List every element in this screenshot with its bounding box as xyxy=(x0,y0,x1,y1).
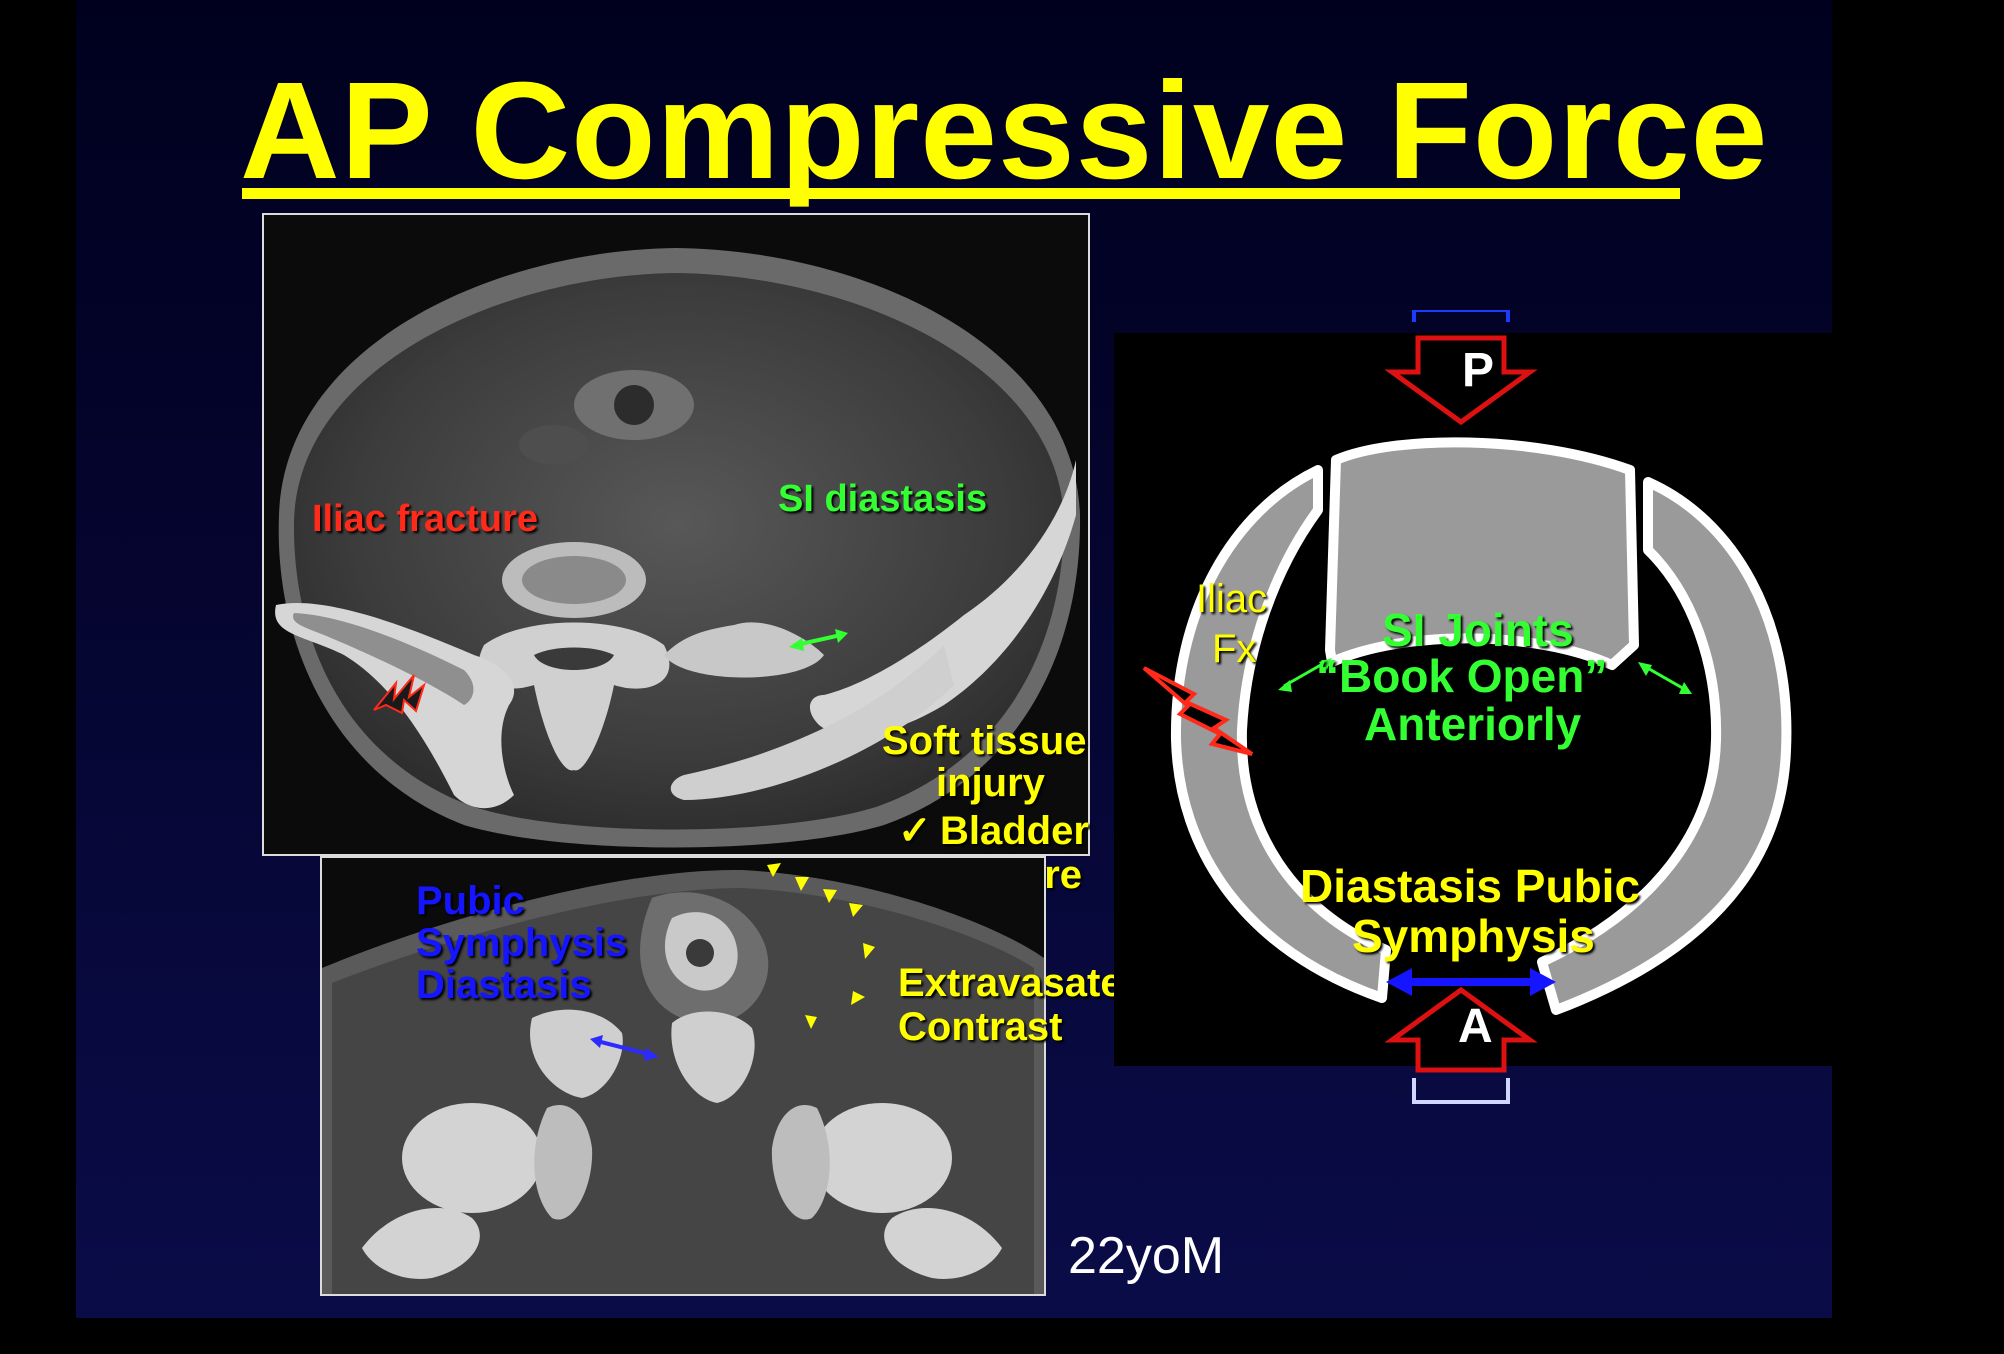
left-iliac-wing xyxy=(1170,465,1391,1003)
book-open-label: “Book Open” xyxy=(1316,650,1608,702)
diastasis-label: Diastasis xyxy=(416,963,592,1007)
si-joints-label: SI Joints xyxy=(1382,604,1574,656)
right-iliac-wing xyxy=(1537,477,1792,1015)
sacrum-block xyxy=(1325,437,1639,670)
arrowhead-icon xyxy=(823,889,837,903)
anterior-label: A xyxy=(1458,1000,1493,1053)
arrowhead-icon xyxy=(805,1015,817,1029)
arrowhead-icon xyxy=(849,903,863,917)
soft-tissue-label: Soft tissue xyxy=(882,719,1087,763)
anteriorly-label: Anteriorly xyxy=(1364,698,1582,750)
arrowhead-icon xyxy=(851,991,865,1005)
symphysis-label: Symphysis xyxy=(416,921,628,965)
extravasated-contrast-arrowheads xyxy=(767,863,875,1029)
arrowhead-icon xyxy=(795,877,809,891)
si-diastasis-label: SI diastasis xyxy=(778,478,988,520)
diastasis-pubic-label: Diastasis Pubic xyxy=(1300,860,1641,912)
contrast-label: Contrast xyxy=(898,1005,1063,1049)
extravasated-label: Extravasated xyxy=(898,961,1148,1005)
injury-label: injury xyxy=(936,761,1045,805)
arrowhead-icon xyxy=(863,943,875,959)
symphysis-diagram-label: Symphysis xyxy=(1352,910,1595,962)
slide-title: AP Compressive Force xyxy=(240,54,1769,208)
ct-axial-pubic-image xyxy=(320,856,1046,1296)
patient-age-label: 22yoM xyxy=(1068,1227,1225,1285)
ct-axial-pubic-drawing xyxy=(322,858,1044,1294)
si-joint-left-arrow-icon xyxy=(1278,658,1332,692)
fx-label: Fx xyxy=(1212,627,1257,671)
arrowhead-icon xyxy=(767,863,781,877)
check-mark-icon: ✓ xyxy=(898,809,932,853)
title-underline xyxy=(242,188,1680,199)
anterior-force-arrow-icon xyxy=(1384,986,1538,1104)
pubic-label: Pubic xyxy=(416,879,525,923)
pubic-diastasis-blue-arrow-icon xyxy=(1386,968,1556,996)
iliac-fracture-lightning-icon xyxy=(1142,666,1254,756)
pubic-diastasis-arrow-icon xyxy=(590,1035,659,1061)
ct-axial-sacrum-drawing xyxy=(264,215,1088,854)
iliac-fracture-label: Iliac fracture xyxy=(312,498,538,540)
si-diastasis-arrow-icon xyxy=(789,629,848,651)
posterior-force-arrow-icon xyxy=(1384,310,1538,426)
ct-axial-sacrum-image xyxy=(262,213,1090,856)
si-joint-right-arrow-icon xyxy=(1638,662,1692,694)
iliac-label: Iliac xyxy=(1196,577,1268,621)
bladder-label: Bladder xyxy=(940,809,1089,853)
posterior-label: P xyxy=(1462,344,1495,397)
pelvic-ring-diagram xyxy=(1142,310,1792,1104)
fracture-lightning-icon xyxy=(373,674,426,715)
